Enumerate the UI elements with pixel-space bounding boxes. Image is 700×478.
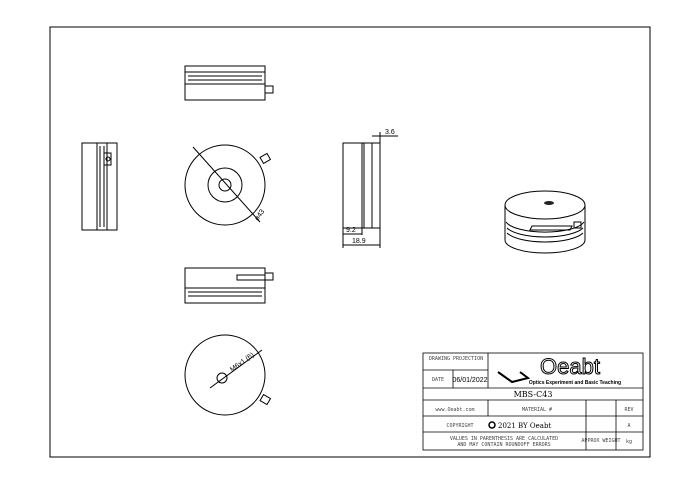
bottom-side-view (184, 267, 274, 304)
rev-label: REV (624, 407, 633, 413)
note-line-1: VALUES IN PARENTHESIS ARE CALCULATED (450, 436, 558, 442)
front-view: ø43 (184, 144, 272, 226)
date-value: 06/01/2022 (452, 377, 487, 384)
bottom-view: M6x1 (6) (184, 334, 272, 416)
left-side-view (81, 142, 118, 231)
drawing-border (49, 26, 651, 458)
weight-label: APPROX WEIGHT (581, 438, 620, 444)
width-dimension: 3.6 (385, 129, 395, 136)
rev-value: A (627, 423, 630, 429)
copyright-text: 2021 BY Oeabt (498, 422, 551, 430)
copyright-icon (488, 421, 496, 429)
logo: Oeabt (540, 354, 600, 379)
title-block (422, 352, 644, 451)
thread-dimension: M6x1 (6) (229, 352, 255, 374)
copyright-label: COPYRIGHT (446, 423, 473, 429)
section-view: 3.6 9.2 18.9 (342, 129, 398, 248)
logo-tagline: Optics Experiment and Basic Teaching (529, 380, 621, 386)
material-label: MATERIAL # (522, 407, 552, 413)
thickness-dimension: 18.9 (352, 238, 366, 245)
weight-unit: kg (626, 439, 632, 445)
part-number: MBS-C43 (514, 390, 553, 399)
offset-dimension: 9.2 (346, 227, 356, 234)
isometric-view (504, 190, 586, 254)
note-line-2: AND MAY CONTAIN ROUNDOFF ERRORS (457, 442, 550, 448)
top-side-view (184, 65, 274, 101)
website: www.Oeabt.com (435, 407, 474, 413)
date-label: DATE (432, 377, 444, 383)
projection-label: DRAWING PROJECTION (429, 356, 483, 362)
